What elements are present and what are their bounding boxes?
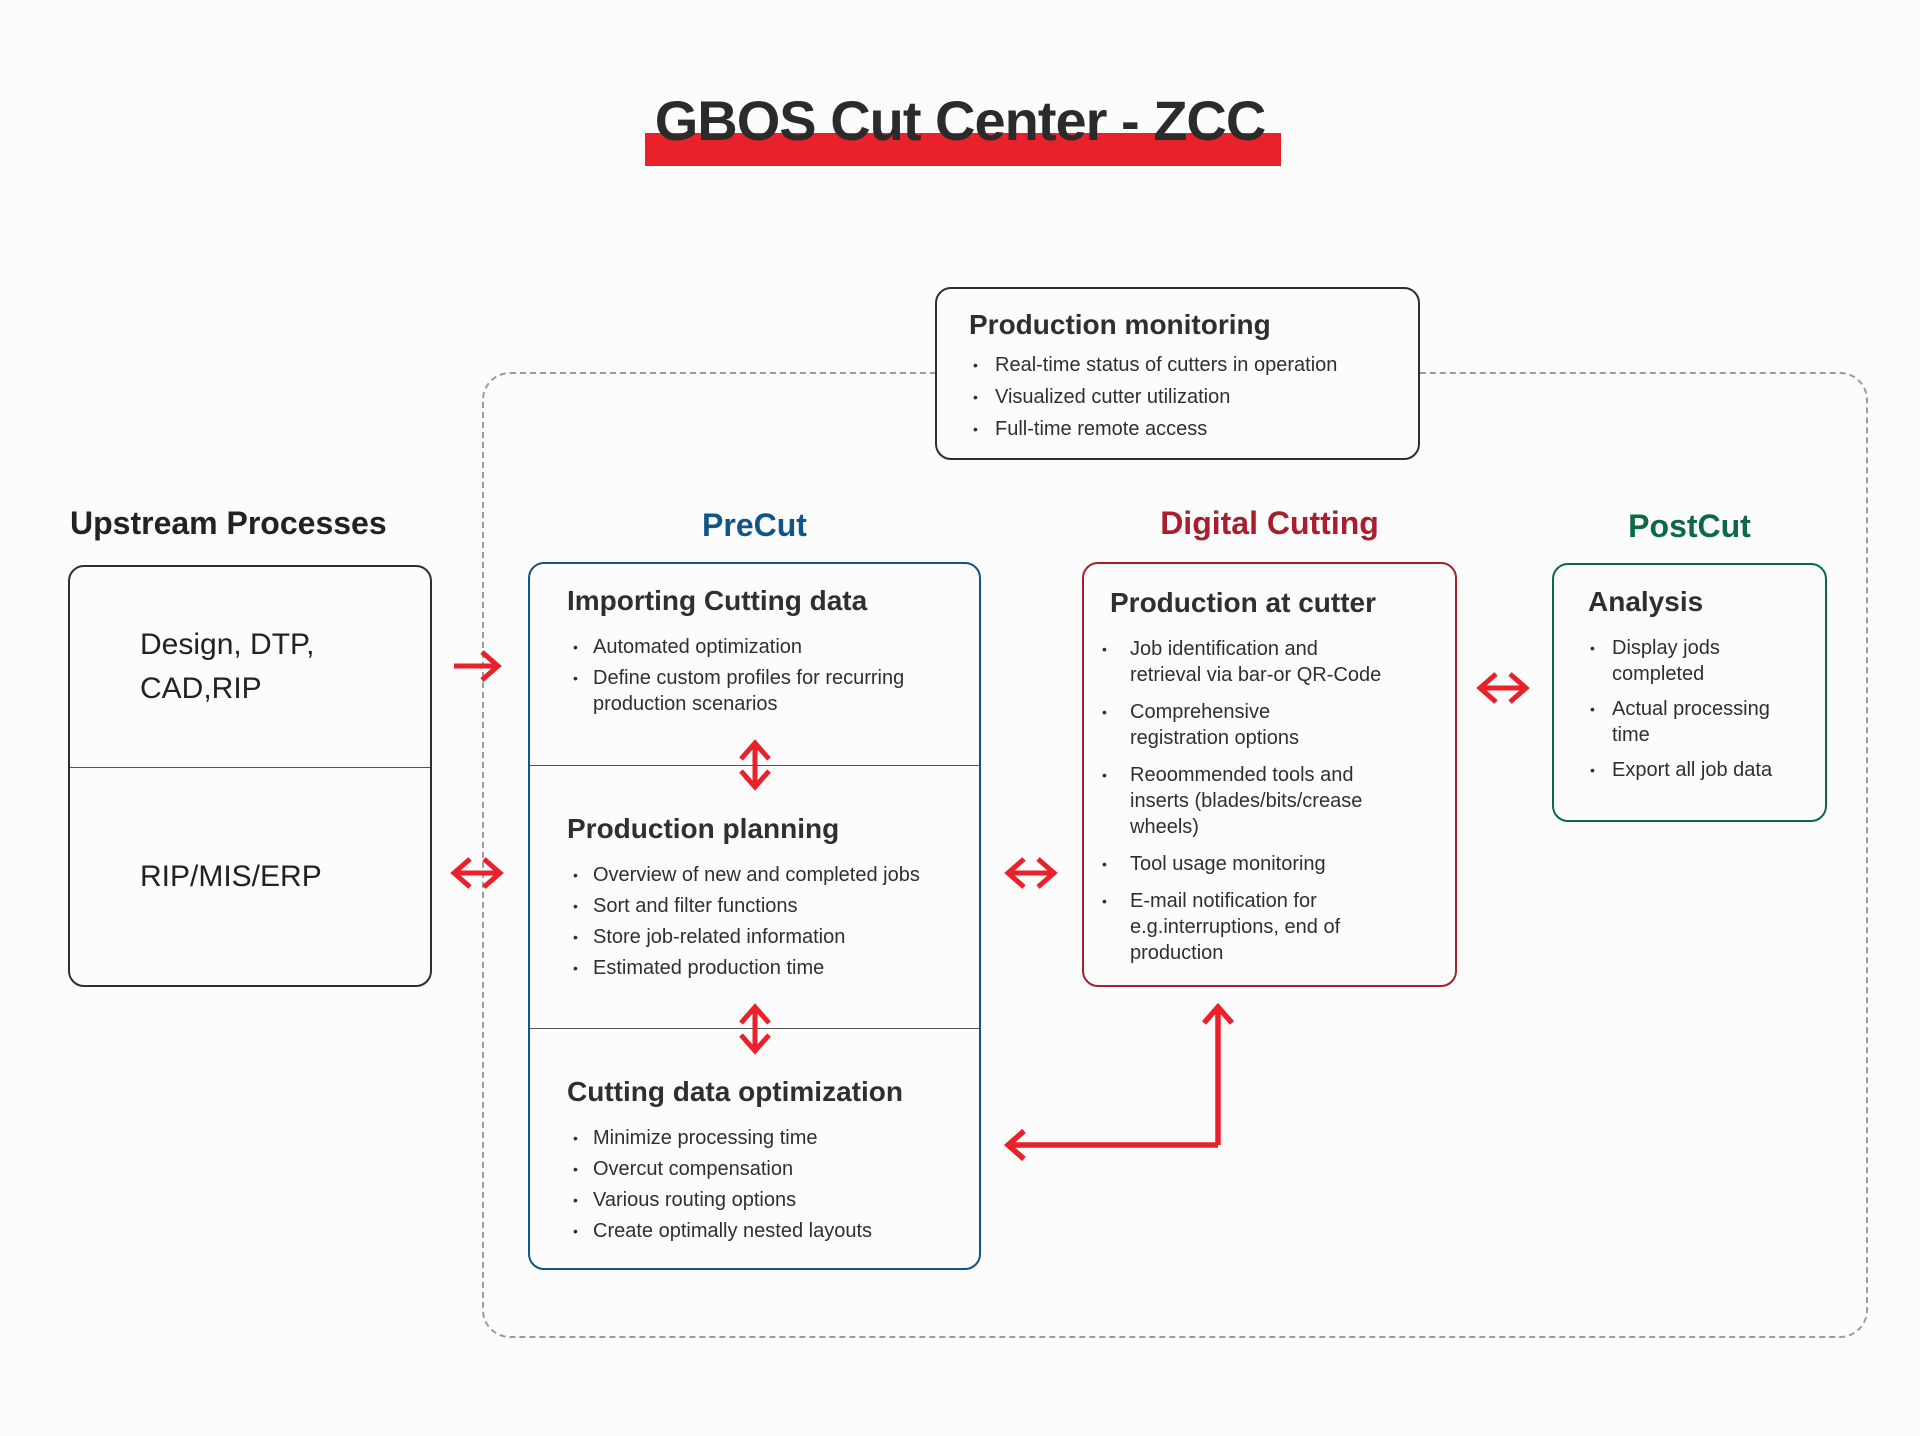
page-title: GBOS Cut Center - ZCC — [654, 89, 1267, 152]
analysis-box: Analysis Display jods completed Actual p… — [1552, 563, 1827, 822]
production-monitoring-box: Production monitoring Real-time status o… — [935, 287, 1420, 460]
bullet-item: Define custom profiles for recurring pro… — [567, 665, 957, 717]
bullet-item: Automated optimization — [567, 634, 957, 660]
bullet-item: Tool usage monitoring — [1098, 851, 1439, 877]
box-title: Analysis — [1588, 586, 1704, 617]
arrow-digital-to-optimization-icon — [996, 993, 1240, 1168]
postcut-heading: PostCut — [1628, 508, 1751, 544]
bullet-item: Various routing options — [567, 1187, 957, 1213]
precut-section-planning: Production planning Overview of new and … — [530, 765, 979, 1028]
precut-box: Importing Cutting data Automated optimiz… — [528, 562, 981, 1270]
bullet-item: Minimize processing time — [567, 1125, 957, 1151]
production-at-cutter-box: Production at cutter Job identification … — [1082, 562, 1457, 987]
upstream-cell-rip-mis-erp: RIP/MIS/ERP — [70, 768, 430, 985]
precut-section-importing: Importing Cutting data Automated optimiz… — [530, 564, 979, 765]
bullet-item: Store job-related information — [567, 924, 957, 950]
bullet-item: Job identification and retrieval via bar… — [1098, 636, 1439, 688]
arrow-precut-digital-bidirectional-icon — [1000, 853, 1062, 893]
precut-section-optimization: Cutting data optimization Minimize proce… — [530, 1028, 979, 1268]
bullet-item: Sort and filter functions — [567, 893, 957, 919]
bullet-item: Create optimally nested layouts — [567, 1218, 957, 1244]
bullet-list: Job identification and retrieval via bar… — [1098, 636, 1439, 966]
title-underline-bar — [644, 133, 1282, 166]
arrow-planning-optimization-bidirectional-icon — [735, 1002, 775, 1056]
arrow-import-planning-bidirectional-icon — [735, 738, 775, 792]
bullet-item: Visualized cutter utilization — [969, 384, 1400, 410]
bullet-list: Overview of new and completed jobs Sort … — [567, 862, 957, 981]
bullet-item: Full-time remote access — [969, 416, 1400, 442]
arrow-digital-postcut-bidirectional-icon — [1472, 668, 1534, 708]
arrow-upstream-bidirectional-icon — [446, 853, 508, 893]
section-title: Cutting data optimization — [567, 1076, 903, 1107]
box-title: Production at cutter — [1110, 587, 1377, 618]
bullet-item: Estimated production time — [567, 955, 957, 981]
arrow-upstream-to-precut-icon — [450, 646, 508, 686]
bullet-list: Display jods completed Actual processing… — [1588, 635, 1813, 783]
section-title: Importing Cutting data — [567, 585, 868, 616]
precut-heading: PreCut — [702, 507, 807, 543]
bullet-list: Minimize processing time Overcut compens… — [567, 1125, 957, 1244]
bullet-item: Comprehensive registration options — [1098, 699, 1439, 751]
cell-label: Design, DTP, CAD,RIP — [140, 628, 315, 705]
bullet-list: Automated optimization Define custom pro… — [567, 634, 957, 717]
bullet-item: Actual processing time — [1588, 696, 1813, 748]
box-title: Production monitoring — [969, 309, 1271, 340]
digital-cutting-heading: Digital Cutting — [1160, 505, 1379, 541]
bullet-item: Export all job data — [1588, 757, 1813, 783]
bullet-item: Real-time status of cutters in operation — [969, 352, 1400, 378]
upstream-heading: Upstream Processes — [70, 505, 387, 541]
bullet-item: Overcut compensation — [567, 1156, 957, 1182]
bullet-item: Overview of new and completed jobs — [567, 862, 957, 888]
bullet-item: E-mail notification for e.g.interruption… — [1098, 888, 1439, 966]
bullet-item: Reoommended tools and inserts (blades/bi… — [1098, 762, 1439, 840]
title-block: GBOS Cut Center - ZCC — [0, 88, 1920, 166]
cell-label: RIP/MIS/ERP — [140, 859, 322, 893]
upstream-box: Design, DTP, CAD,RIP RIP/MIS/ERP — [68, 565, 432, 987]
upstream-cell-design: Design, DTP, CAD,RIP — [70, 567, 430, 768]
section-title: Production planning — [567, 813, 840, 844]
bullet-list: Real-time status of cutters in operation… — [969, 352, 1400, 442]
bullet-item: Display jods completed — [1588, 635, 1813, 687]
